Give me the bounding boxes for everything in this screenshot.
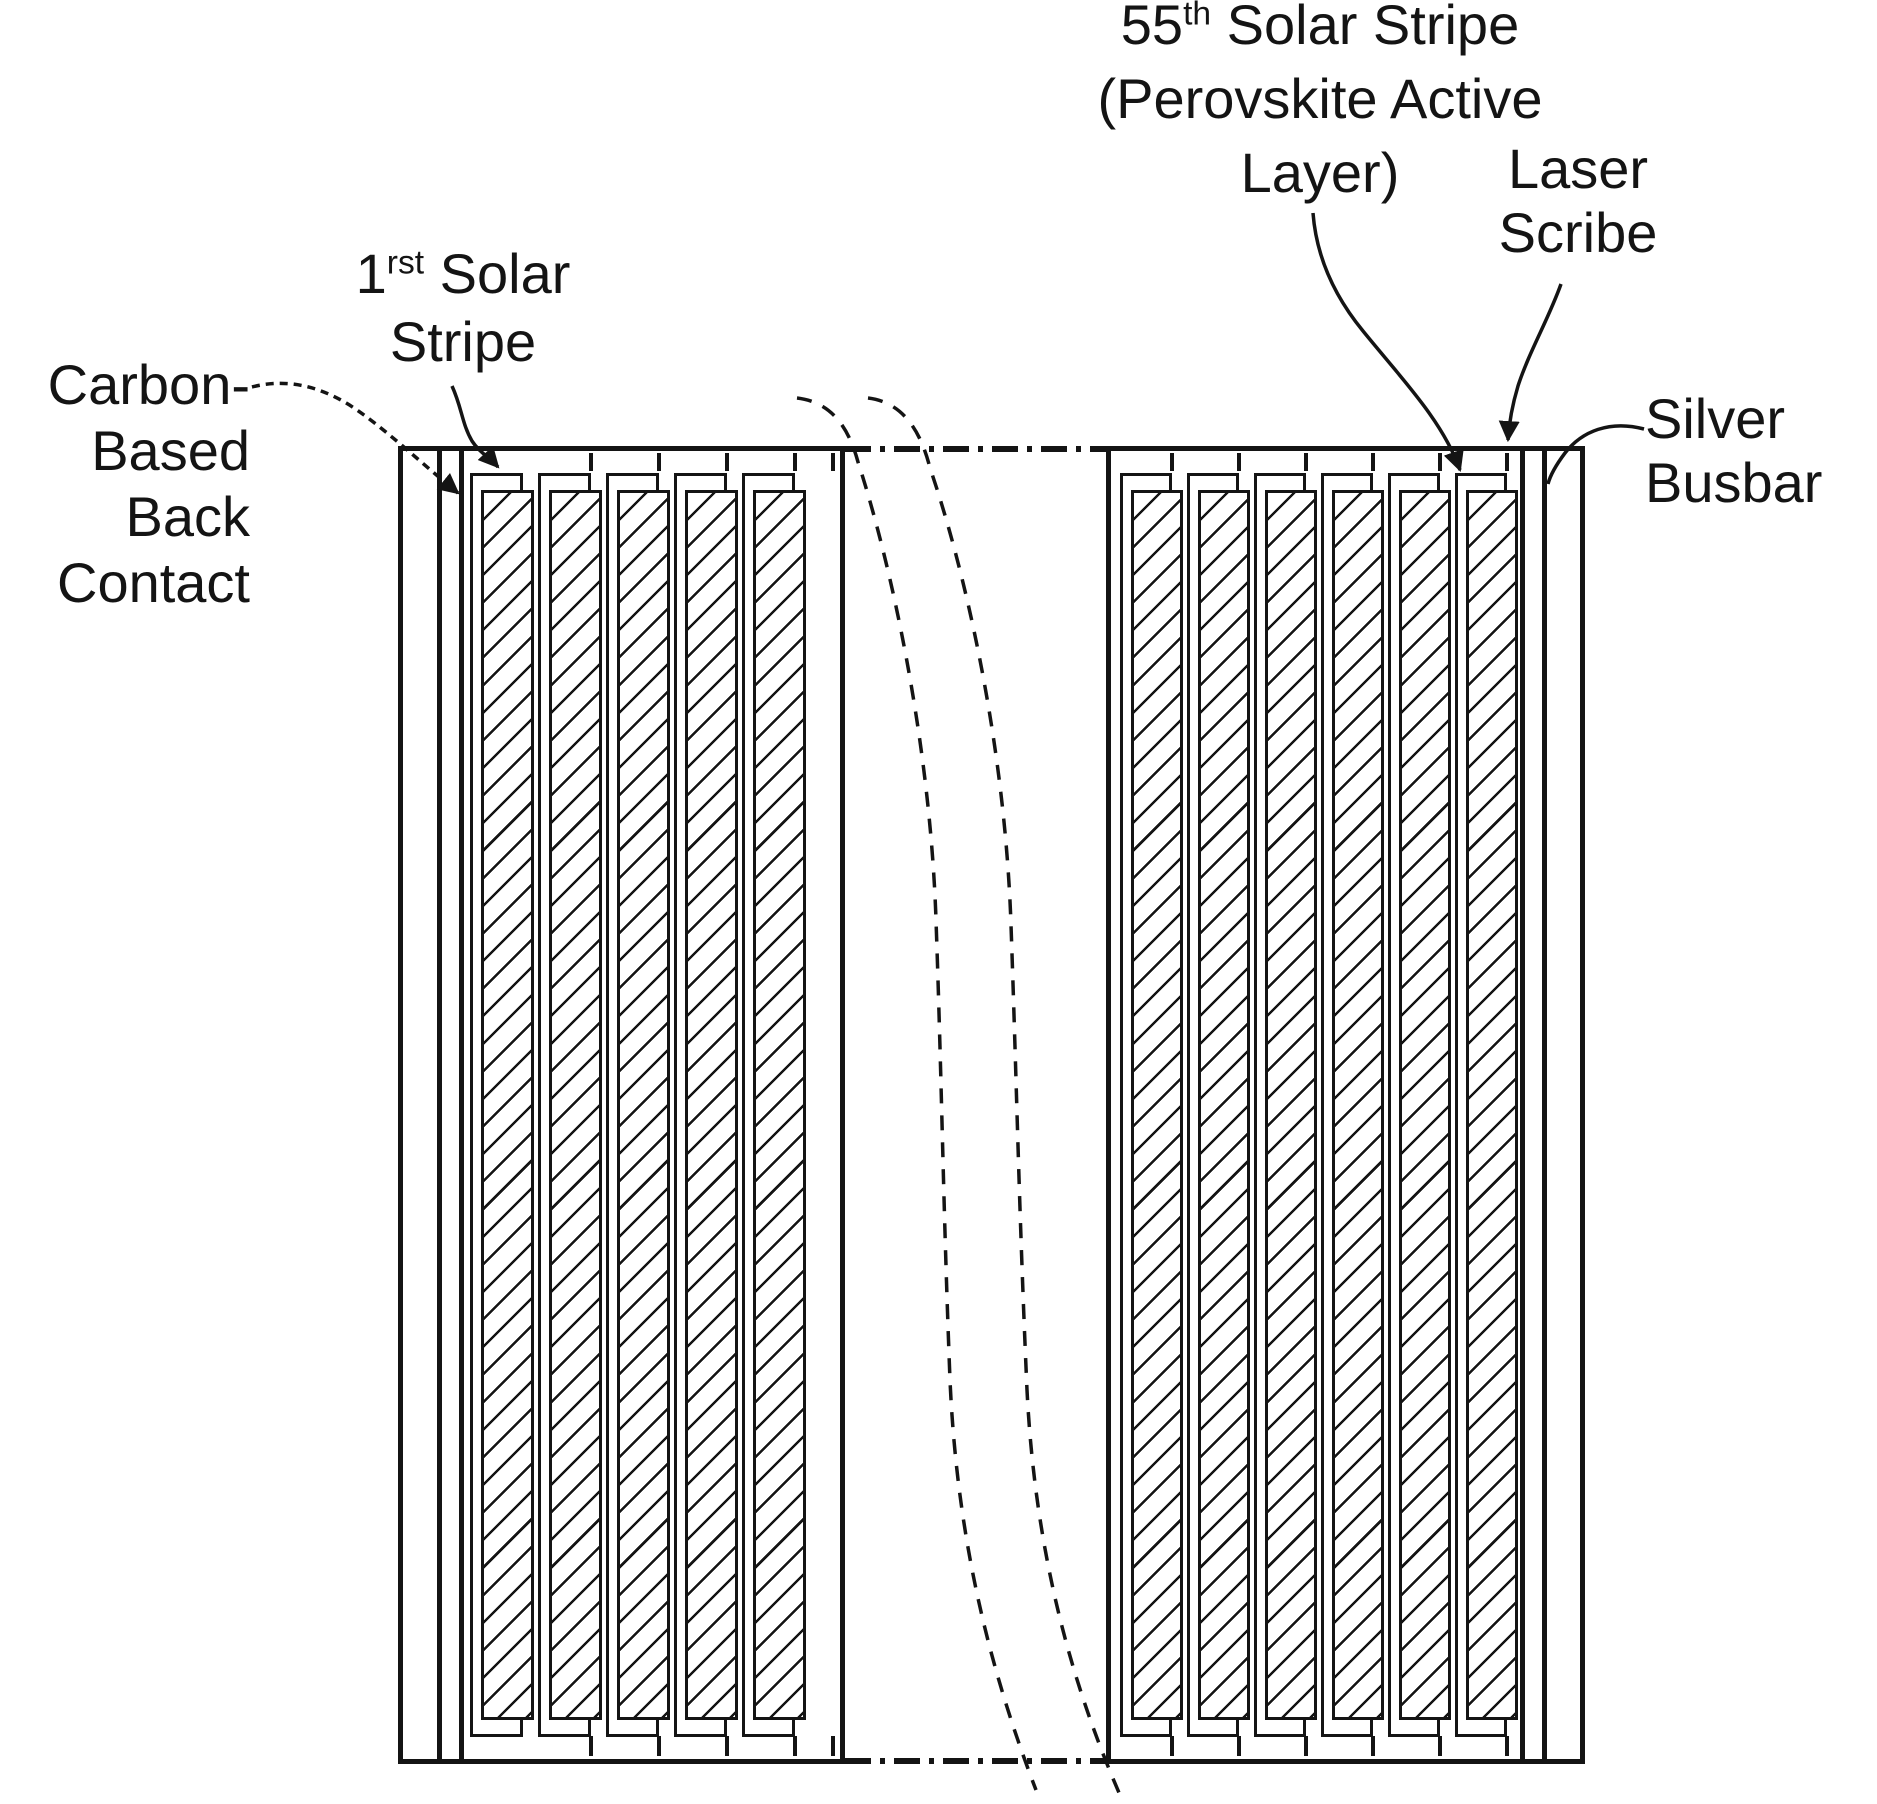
perovskite-solar-stripe [1466, 490, 1518, 1720]
label-silver-line2: Busbar [1645, 451, 1823, 514]
leader-silver-busbar [1546, 424, 1645, 485]
label-carbon-back-contact: Carbon- Based Back Contact [28, 352, 250, 616]
perovskite-solar-stripe [753, 490, 806, 1720]
label-laser-scribe: Laser Scribe [1468, 137, 1688, 265]
label-55th-line2: (Perovskite Active [1097, 67, 1543, 130]
label-silver-line1: Silver [1645, 387, 1786, 450]
leader-first-stripe [450, 385, 500, 469]
right-silver-busbar [1520, 451, 1547, 1759]
leader-carbon-back-contact [251, 381, 460, 495]
label-carbon-line1: Carbon- [47, 353, 250, 416]
label-laser-line1: Laser [1507, 137, 1649, 200]
label-first-line1: 1rst Solar [355, 242, 571, 305]
perovskite-solar-stripe [481, 490, 534, 1720]
label-silver-busbar: Silver Busbar [1645, 387, 1877, 515]
perovskite-solar-stripe [1131, 490, 1183, 1720]
label-carbon-line3: Back [125, 485, 251, 548]
label-55th-line1: 55th Solar Stripe [1120, 0, 1520, 56]
label-first-solar-stripe: 1rst Solar Stripe [313, 240, 613, 376]
label-carbon-line2: Based [91, 419, 250, 482]
perovskite-solar-stripe [617, 490, 670, 1720]
break-line-right [867, 396, 1122, 1796]
label-55th-solar-stripe: 55th Solar Stripe (Perovskite Active Lay… [1060, 0, 1580, 210]
perovskite-solar-stripe [1265, 490, 1317, 1720]
perovskite-solar-stripe [1399, 490, 1451, 1720]
break-line-left [796, 396, 1038, 1791]
label-55th-line3: Layer) [1240, 141, 1400, 204]
label-laser-line2: Scribe [1498, 201, 1658, 264]
perovskite-solar-stripe [549, 490, 602, 1720]
perovskite-solar-stripe [1198, 490, 1250, 1720]
left-silver-busbar [437, 451, 464, 1759]
label-carbon-line4: Contact [57, 551, 250, 614]
leader-laser-scribe [1498, 283, 1563, 443]
perovskite-solar-stripe [685, 490, 738, 1720]
perovskite-solar-stripe [1332, 490, 1384, 1720]
leader-55th-stripe [1311, 212, 1464, 472]
label-first-line2: Stripe [389, 310, 537, 373]
